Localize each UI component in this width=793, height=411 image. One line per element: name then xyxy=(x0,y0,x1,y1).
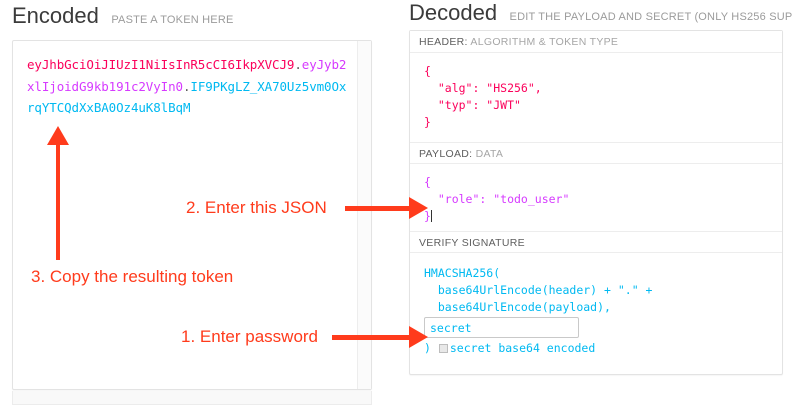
signature-line-2: base64UrlEncode(header) + "." + xyxy=(424,283,653,297)
secret-input[interactable] xyxy=(424,317,579,338)
encoded-token-text[interactable]: eyJhbGciOiJIUzI1NiIsInR5cCI6IkpXVCJ9.eyJ… xyxy=(27,54,349,119)
secret-base64-label[interactable]: secret base64 encoded xyxy=(449,341,596,355)
annotation-step-1-text: 1. Enter password xyxy=(181,327,319,346)
payload-section-label-rest: DATA xyxy=(475,148,504,160)
header-section-label-key: HEADER: xyxy=(419,36,468,48)
header-section-label-rest: ALGORITHM & TOKEN TYPE xyxy=(470,36,619,48)
decoded-column-heading: Decoded EDIT THE PAYLOAD AND SECRET (ONL… xyxy=(409,0,793,26)
payload-json-editor[interactable]: { "role": "todo_user" } xyxy=(410,164,782,231)
annotation-step-1-arrow xyxy=(332,326,428,348)
token-header-segment: eyJhbGciOiJIUzI1NiIsInR5cCI6IkpXVCJ9 xyxy=(27,57,295,72)
payload-json-body: { "role": "todo_user" } xyxy=(424,175,570,223)
token-separator-1: . xyxy=(294,57,302,72)
encoded-panel-scrollbar[interactable] xyxy=(357,41,371,389)
decoded-panel: HEADER: ALGORITHM & TOKEN TYPE { "alg": … xyxy=(409,30,783,375)
decoded-title: Decoded xyxy=(409,0,498,25)
encoded-column-heading: Encoded PASTE A TOKEN HERE xyxy=(12,3,234,29)
encoded-subtitle: PASTE A TOKEN HERE xyxy=(111,14,234,26)
base64-encoded-row: ) secret base64 encoded xyxy=(424,341,595,355)
encoded-token-panel[interactable]: eyJhbGciOiJIUzI1NiIsInR5cCI6IkpXVCJ9.eyJ… xyxy=(12,40,372,390)
encoded-panel-footer xyxy=(12,391,372,405)
decoded-subtitle: EDIT THE PAYLOAD AND SECRET (ONLY HS256 … xyxy=(509,11,793,23)
header-json-body[interactable]: { "alg": "HS256", "typ": "JWT" } xyxy=(424,64,542,129)
token-signature-segment: IF9PKgLZ_XA70Uz5vm0OxrqYTCQdXxBA0Oz4uK8l… xyxy=(27,78,347,116)
signature-line-1: HMACSHA256( xyxy=(424,266,501,280)
annotation-step-2-arrow xyxy=(345,197,428,219)
annotation-step-2-text: 2. Enter this JSON xyxy=(186,198,327,217)
signature-section-label-key: VERIFY SIGNATURE xyxy=(419,237,525,249)
signature-formula: HMACSHA256( base64UrlEncode(header) + ".… xyxy=(410,253,782,365)
signature-closing-paren: ) xyxy=(424,341,431,355)
token-payload-segment: eyJyb2xlIjoidG9kb191c2VyIn0 xyxy=(27,57,347,94)
payload-section-title: PAYLOAD: DATA xyxy=(410,142,782,164)
annotation-step-3-arrow xyxy=(47,126,69,260)
payload-section-label-key: PAYLOAD: xyxy=(419,148,473,160)
encoded-title: Encoded xyxy=(12,3,99,28)
annotation-step-3-text: 3. Copy the resulting token xyxy=(31,267,234,286)
text-cursor xyxy=(430,210,432,222)
secret-base64-checkbox[interactable] xyxy=(438,344,448,353)
header-section-title: HEADER: ALGORITHM & TOKEN TYPE xyxy=(410,31,782,53)
signature-line-3: base64UrlEncode(payload), xyxy=(424,300,611,314)
signature-section-title: VERIFY SIGNATURE xyxy=(410,231,782,253)
token-separator-2: . xyxy=(182,78,191,94)
